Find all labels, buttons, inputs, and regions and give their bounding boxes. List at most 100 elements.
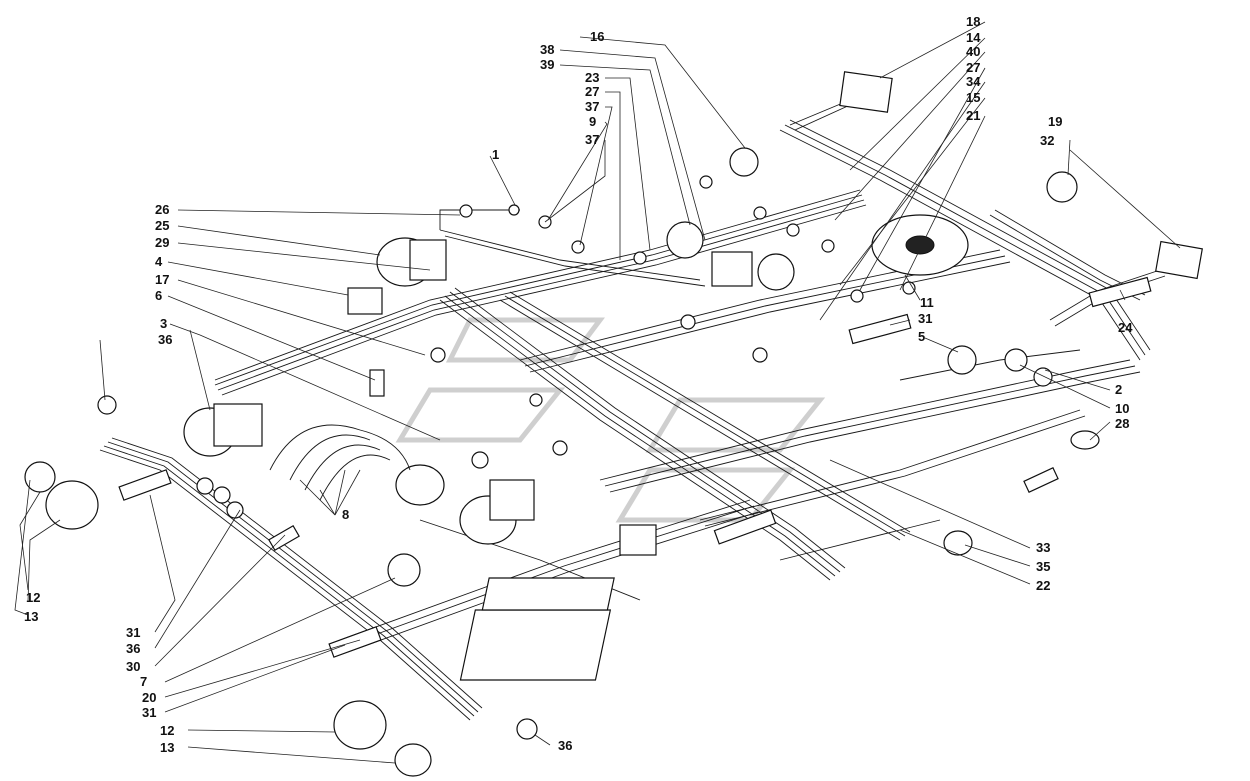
side-lamp-36-bottom bbox=[516, 718, 538, 740]
battery-top bbox=[481, 577, 615, 611]
label-4: 4 bbox=[155, 254, 163, 269]
switch-10 bbox=[1004, 348, 1028, 372]
terminal-block-31-right bbox=[848, 313, 912, 345]
bulb-n bbox=[752, 347, 768, 363]
label-15: 15 bbox=[966, 90, 980, 105]
label-26: 26 bbox=[155, 202, 169, 217]
bulb-c bbox=[633, 251, 647, 265]
callout-labels: 16 38 39 23 27 37 9 37 1 26 25 29 4 17 6… bbox=[24, 14, 1133, 755]
ignition-switch-5 bbox=[947, 345, 977, 375]
fuse-box-19 bbox=[1155, 240, 1203, 280]
steering-hub bbox=[905, 235, 935, 255]
battery bbox=[459, 609, 612, 681]
label-23: 23 bbox=[585, 70, 599, 85]
label-31-bottom: 31 bbox=[142, 705, 156, 720]
label-12-bottom: 12 bbox=[160, 723, 174, 738]
gauge-a bbox=[666, 221, 704, 259]
headlamp-12-bottom bbox=[333, 700, 387, 750]
label-6: 6 bbox=[155, 288, 162, 303]
bulb-b bbox=[571, 240, 585, 254]
label-5: 5 bbox=[918, 329, 925, 344]
label-39: 39 bbox=[540, 57, 554, 72]
gauge-b bbox=[757, 253, 795, 291]
label-27-top: 27 bbox=[585, 84, 599, 99]
label-38: 38 bbox=[540, 42, 554, 57]
label-7: 7 bbox=[140, 674, 147, 689]
label-34: 34 bbox=[966, 74, 981, 89]
label-3: 3 bbox=[160, 316, 167, 331]
label-20: 20 bbox=[142, 690, 156, 705]
instrument-block bbox=[711, 251, 753, 287]
plug-b bbox=[213, 486, 231, 504]
distributor-body bbox=[489, 479, 535, 521]
starter-body bbox=[213, 403, 263, 447]
plug-a bbox=[196, 477, 214, 495]
terminal-block-33 bbox=[713, 509, 777, 545]
label-40: 40 bbox=[966, 44, 980, 59]
bulb-d bbox=[699, 175, 713, 189]
horn-32 bbox=[1046, 171, 1078, 203]
bulb-m bbox=[680, 314, 696, 330]
switch-block bbox=[619, 524, 657, 556]
ht-leads-8 bbox=[269, 424, 411, 471]
components bbox=[24, 71, 1203, 777]
label-32: 32 bbox=[1040, 133, 1054, 148]
leader-lines bbox=[14, 21, 1181, 764]
sensor-2 bbox=[1033, 367, 1053, 387]
label-36-left: 36 bbox=[126, 641, 140, 656]
bulb-e bbox=[753, 206, 767, 220]
label-17: 17 bbox=[155, 272, 169, 287]
label-37-second: 37 bbox=[585, 132, 599, 147]
label-35: 35 bbox=[1036, 559, 1050, 574]
bulb-j bbox=[471, 451, 489, 469]
label-8: 8 bbox=[342, 507, 349, 522]
label-18: 18 bbox=[966, 14, 980, 29]
label-9: 9 bbox=[589, 114, 596, 129]
terminal-block-31-left bbox=[118, 469, 172, 501]
bulb-o bbox=[850, 289, 864, 303]
label-29: 29 bbox=[155, 235, 169, 250]
socket-28 bbox=[1070, 430, 1100, 450]
sensor-7 bbox=[387, 553, 421, 587]
label-11: 11 bbox=[920, 295, 934, 310]
label-12-left: 12 bbox=[26, 590, 40, 605]
label-36-top: 36 bbox=[158, 332, 172, 347]
label-31-right: 31 bbox=[918, 311, 932, 326]
bulb-g bbox=[821, 239, 835, 253]
terminal-block-31-bottom bbox=[328, 626, 382, 658]
label-28: 28 bbox=[1115, 416, 1129, 431]
generator-body bbox=[409, 239, 447, 281]
label-16: 16 bbox=[590, 29, 604, 44]
crank-28 bbox=[1023, 467, 1059, 493]
relay-6 bbox=[369, 369, 385, 397]
label-21: 21 bbox=[966, 108, 980, 123]
terminal-block-24 bbox=[1088, 276, 1152, 308]
label-22: 22 bbox=[1036, 578, 1050, 593]
label-19: 19 bbox=[1048, 114, 1062, 129]
rear-lamp-13-bottom bbox=[394, 743, 432, 777]
label-13-bottom: 13 bbox=[160, 740, 174, 755]
label-13-left: 13 bbox=[24, 609, 38, 624]
label-27-right: 27 bbox=[966, 60, 980, 75]
label-24: 24 bbox=[1118, 320, 1133, 335]
bulb-k bbox=[552, 440, 568, 456]
label-30: 30 bbox=[126, 659, 140, 674]
side-lamp-36-top bbox=[97, 395, 117, 415]
label-2: 2 bbox=[1115, 382, 1122, 397]
bulb-f bbox=[786, 223, 800, 237]
label-37-top: 37 bbox=[585, 99, 599, 114]
bulb-q bbox=[508, 204, 520, 216]
label-33: 33 bbox=[1036, 540, 1050, 555]
label-10: 10 bbox=[1115, 401, 1129, 416]
lamp-16 bbox=[729, 147, 759, 177]
ignition-coil-8 bbox=[395, 464, 445, 506]
plug-c bbox=[226, 501, 244, 519]
label-14: 14 bbox=[966, 30, 981, 45]
label-31-left: 31 bbox=[126, 625, 140, 640]
label-36-bottom: 36 bbox=[558, 738, 572, 753]
headlamp-12-left bbox=[45, 480, 99, 530]
bulb-l bbox=[529, 393, 543, 407]
bulb-i bbox=[430, 347, 446, 363]
relay-4 bbox=[347, 287, 383, 315]
